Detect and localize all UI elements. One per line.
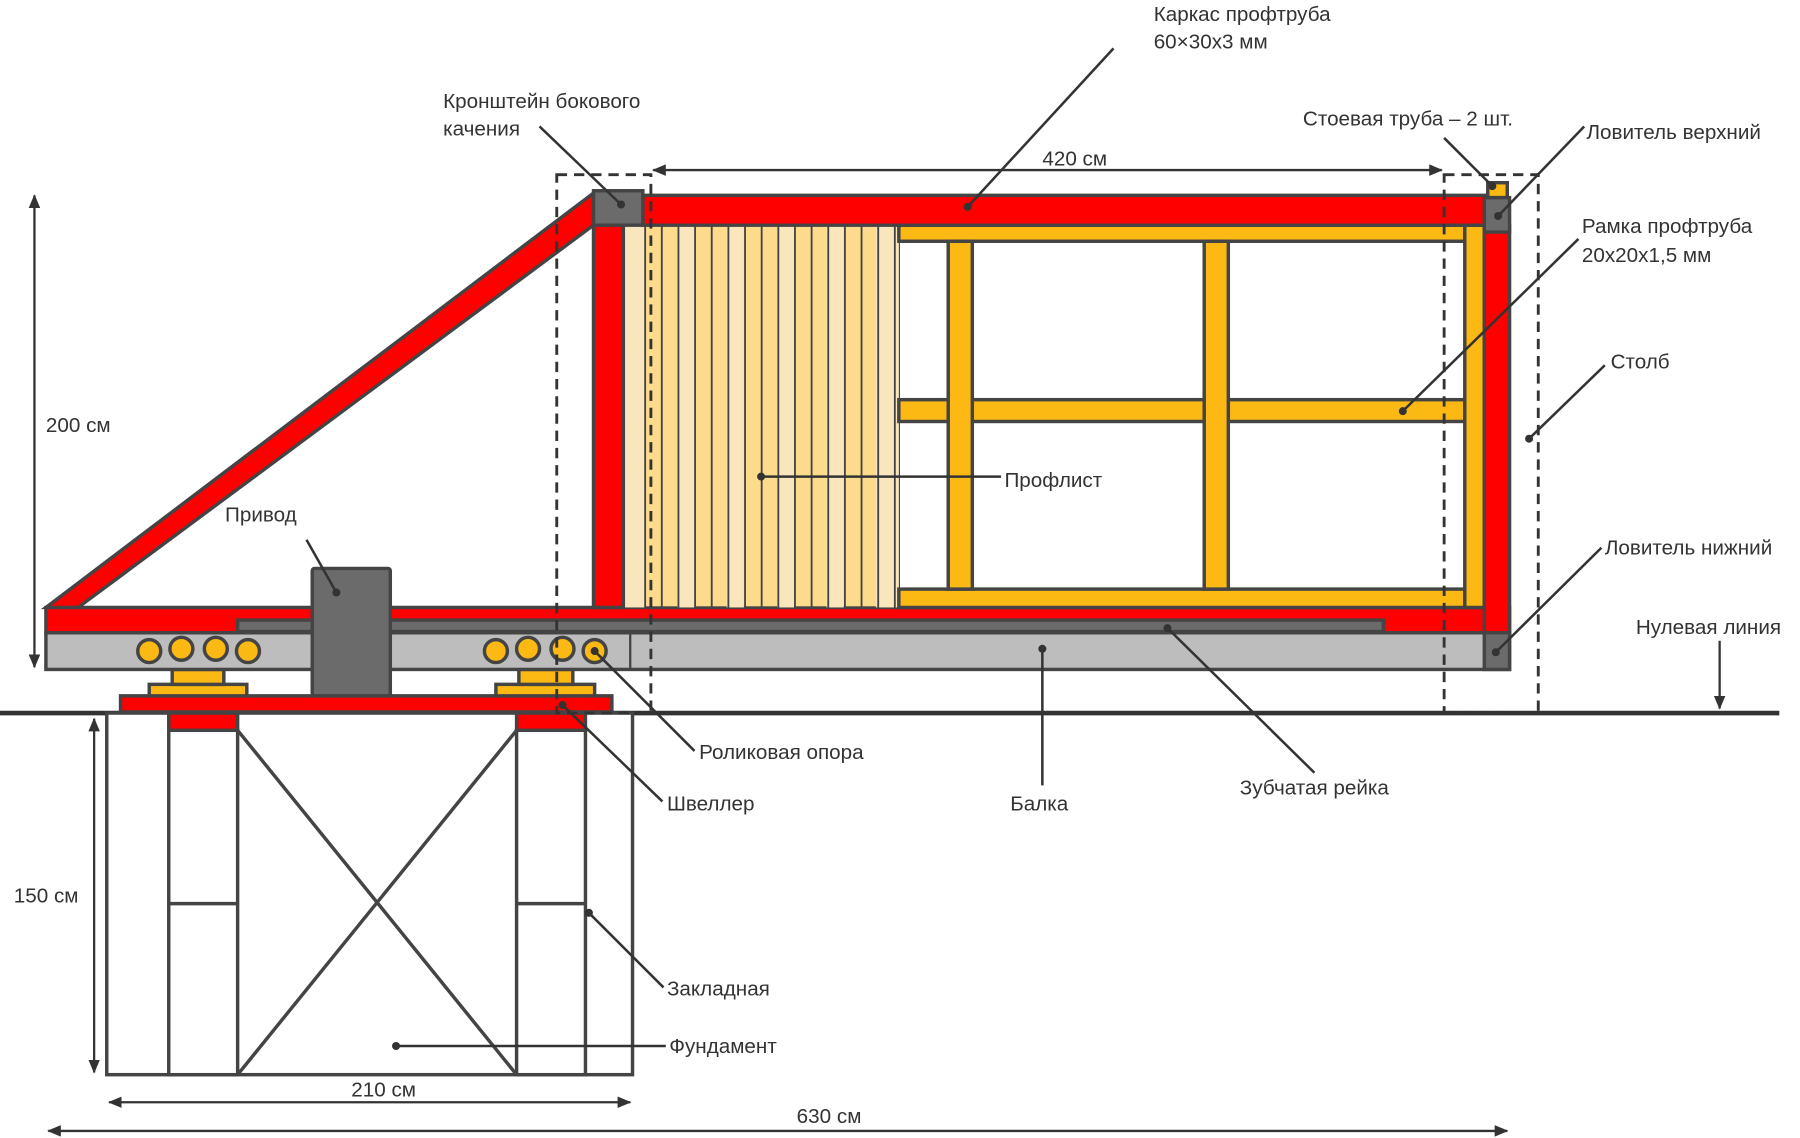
- label-frame: Каркас профтруба: [1154, 3, 1331, 26]
- foundation: [105, 711, 635, 1077]
- channel: [118, 694, 614, 714]
- dim-foundation-width-label: 210 см: [351, 1078, 416, 1101]
- label-upper-catcher: Ловитель верхний: [1586, 121, 1760, 144]
- frame-left-post: [591, 223, 626, 610]
- side-roller-bracket: [591, 189, 645, 227]
- drive-unit: [310, 566, 393, 698]
- profile-sheet: [622, 224, 900, 609]
- post-left-dashed: [555, 173, 653, 715]
- sheet-rib: [677, 225, 695, 608]
- frame-top-rail: [641, 193, 1489, 227]
- sheet-rib: [826, 225, 844, 608]
- sheet-rib: [875, 225, 899, 608]
- gear-rack: [235, 618, 1386, 634]
- label-channel: Швеллер: [667, 793, 755, 816]
- dim-opening-label: 420 см: [1042, 147, 1107, 170]
- dim-depth-label: 150 см: [14, 884, 79, 907]
- roller-support-right: [494, 667, 597, 698]
- dim-total-label: 630 см: [797, 1105, 862, 1128]
- label-lower-catcher: Ловитель нижний: [1605, 537, 1772, 560]
- label-beam: Балка: [1010, 793, 1069, 816]
- rollers: [136, 635, 608, 665]
- post-right-dashed: [1442, 173, 1540, 715]
- label-zero-line: Нулевая линия: [1636, 616, 1781, 639]
- label-inner-frame: Рамка профтруба: [1582, 215, 1753, 238]
- dim-height-label: 200 см: [46, 414, 111, 437]
- inner-frame: [897, 223, 1487, 610]
- beam: [44, 630, 1512, 672]
- roller-support-left: [147, 667, 249, 698]
- label-post-pipe: Стоевая труба – 2 шт.: [1303, 107, 1513, 130]
- label-inner-frame-size: 20х20х1,5 мм: [1582, 244, 1711, 267]
- label-frame-size: 60×30х3 мм: [1154, 30, 1268, 53]
- sheet-rib: [726, 225, 744, 608]
- sheet-rib: [623, 225, 646, 608]
- label-embedded: Закладная: [667, 977, 770, 1000]
- label-bracket: Кронштейн бокового: [443, 90, 640, 113]
- label-sheet: Профлист: [1004, 469, 1102, 492]
- label-post: Столб: [1611, 351, 1670, 374]
- frame-right-post: [1482, 223, 1512, 635]
- label-gear-rack: Зубчатая рейка: [1240, 777, 1390, 800]
- frame-diagonal-brace: [40, 189, 596, 610]
- sheet-rib: [777, 225, 795, 608]
- label-foundation: Фундамент: [669, 1035, 777, 1058]
- label-bracket-2: качения: [443, 118, 520, 141]
- label-drive: Привод: [225, 503, 297, 526]
- label-roller-support: Роликовая опора: [699, 741, 864, 764]
- leader-lines: [305, 47, 1606, 1050]
